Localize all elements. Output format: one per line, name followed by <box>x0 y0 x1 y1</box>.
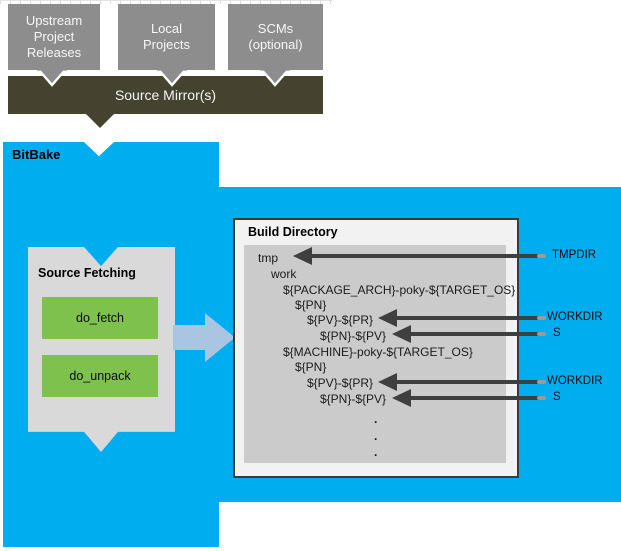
s-arrow-line <box>409 396 545 400</box>
upstream-line: Upstream <box>25 13 83 28</box>
flow-arrow-right-icon <box>173 313 235 362</box>
s-label: S <box>553 391 561 403</box>
do-fetch-task: do_fetch <box>42 297 158 339</box>
tree-row: ${PN} <box>295 298 327 312</box>
s-arrow-cap <box>537 332 546 336</box>
tree-row: ${MACHINE}-poky-${TARGET_OS} <box>283 345 473 359</box>
upstream-project-releases-box: Upstream Project Releases <box>8 4 100 70</box>
mirror-bar-tail-icon <box>85 113 115 128</box>
s-arrow-cap <box>537 396 546 400</box>
workdir-label: WORKDIR <box>547 375 603 387</box>
tree-row: ${PACKAGE_ARCH}-poky-${TARGET_OS} <box>283 283 516 297</box>
ellipsis-dot: . <box>374 412 378 426</box>
upstream-box-tail-icon <box>37 69 67 87</box>
tree-row: tmp <box>258 251 279 265</box>
tmpdir-arrowhead-icon <box>293 247 312 265</box>
tmpdir-label: TMPDIR <box>552 249 597 261</box>
top-grid-ticks <box>0 0 332 4</box>
local-box-tail-icon <box>157 69 187 87</box>
ellipsis-dot: . <box>374 429 378 443</box>
source-mirrors-label: Source Mirror(s) <box>114 87 217 103</box>
build-directory-box: Build Directory tmp work ${PACKAGE_ARCH}… <box>233 218 519 478</box>
local-line: Projects <box>143 37 190 52</box>
tree-row: ${PN}-${PV} <box>320 392 387 406</box>
workdir-arrow-cap <box>537 380 546 384</box>
tmpdir-arrow-line <box>310 254 545 258</box>
workdir-arrowhead-icon <box>378 309 397 327</box>
do-fetch-label: do_fetch <box>76 311 124 325</box>
build-directory-title: Build Directory <box>248 225 338 239</box>
workdir-arrow-line <box>395 380 545 384</box>
tree-row: ${PV}-${PR} <box>307 313 374 327</box>
workdir-label: WORKDIR <box>547 311 603 323</box>
tree-row: work <box>271 267 297 281</box>
scms-line: SCMs <box>257 21 294 36</box>
upstream-line: Releases <box>26 45 82 60</box>
tree-row: ${PN} <box>295 360 327 374</box>
s-label: S <box>553 327 561 339</box>
do-unpack-task: do_unpack <box>42 355 158 397</box>
bitbake-label: BitBake <box>12 147 61 162</box>
do-unpack-label: do_unpack <box>69 369 131 383</box>
workdir-arrow-line <box>395 316 545 320</box>
source-fetching-box: Source Fetching do_fetch do_unpack <box>28 247 175 452</box>
ellipsis-dot: . <box>374 445 378 459</box>
scms-line: (optional) <box>248 37 303 52</box>
workdir-arrow-cap <box>537 316 546 320</box>
scms-box-tail-icon <box>260 69 290 87</box>
upstream-line: Project <box>33 29 75 44</box>
tmpdir-arrow-cap <box>537 254 546 258</box>
s-arrow-line <box>409 332 545 336</box>
tree-row: ${PV}-${PR} <box>307 376 374 390</box>
source-fetching-title: Source Fetching <box>38 266 136 280</box>
scms-optional-box: SCMs (optional) <box>228 4 323 70</box>
s-arrowhead-icon <box>392 389 411 407</box>
s-arrowhead-icon <box>392 325 411 343</box>
source-mirrors-bar: Source Mirror(s) <box>8 76 323 114</box>
tree-row: ${PN}-${PV} <box>320 329 387 343</box>
workdir-arrowhead-icon <box>378 373 397 391</box>
local-projects-box: Local Projects <box>118 4 215 70</box>
build-directory-tree-panel: tmp work ${PACKAGE_ARCH}-poky-${TARGET_O… <box>244 245 515 463</box>
local-line: Local <box>150 21 183 36</box>
